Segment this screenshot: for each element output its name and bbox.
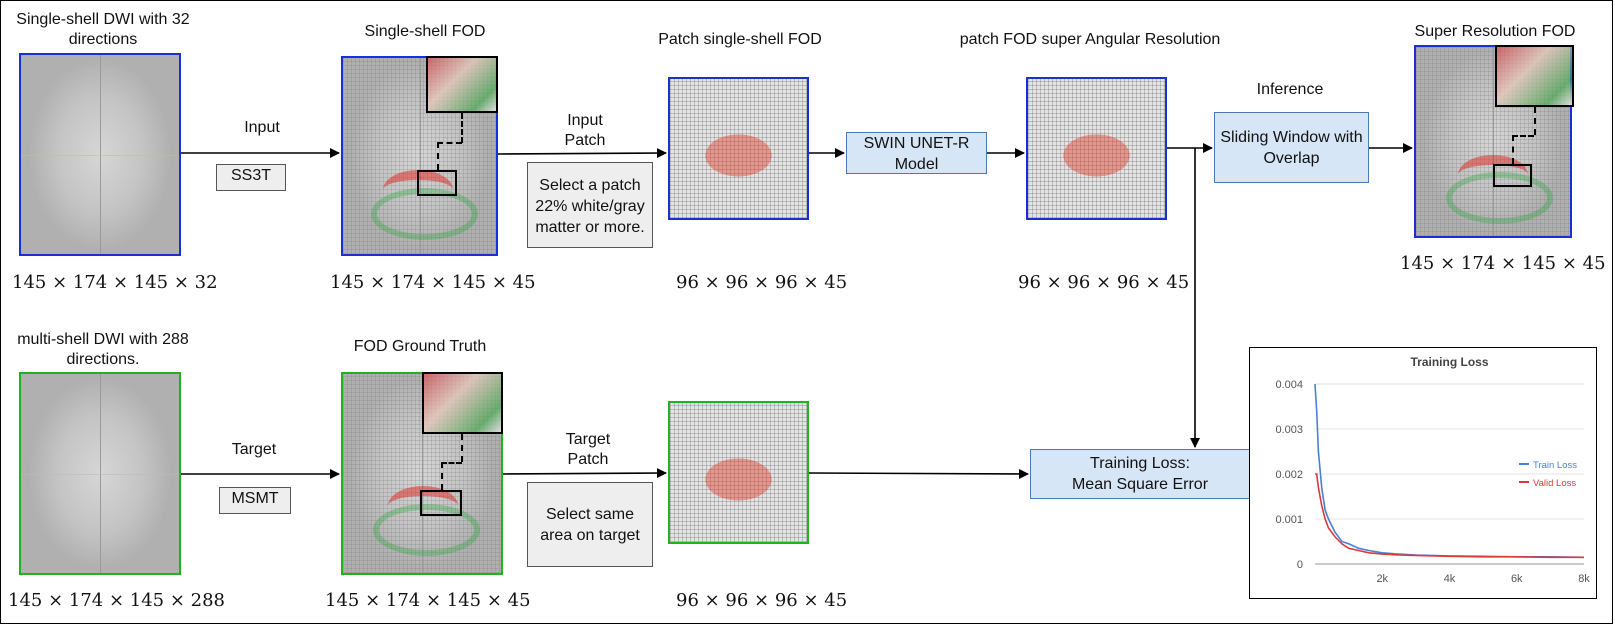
label-input: Input	[244, 119, 280, 136]
y-tick-label: 0.003	[1275, 424, 1303, 436]
select-same-area-box: Select same area on target	[527, 482, 653, 567]
label-inference: Inference	[1256, 81, 1324, 98]
y-tick-label: 0.004	[1275, 379, 1303, 391]
series-line-valid-loss	[1315, 473, 1584, 559]
dim-fod-ground-truth: 145 × 174 × 145 × 45	[325, 590, 531, 611]
training-loss-box: Training Loss: Mean Square Error	[1030, 449, 1250, 499]
label-single-shell-fod: Single-shell FOD	[364, 23, 486, 40]
single-shell-dwi-image	[19, 53, 181, 256]
sliding-window-box: Sliding Window with Overlap	[1214, 112, 1369, 183]
y-tick-label: 0.001	[1275, 514, 1303, 526]
chart-title: Training Loss	[1410, 355, 1488, 369]
y-tick-label: 0.002	[1275, 469, 1303, 481]
single-shell-fod-zoom-inset	[426, 56, 498, 113]
training-loss-chart-svg: Training Loss 0 0.001 0.002 0.003 0.004 2k 4k 6k…	[1275, 355, 1590, 585]
label-multi-shell-dwi: multi-shell DWI with 288 directions.	[17, 331, 189, 368]
label-patch-fod-super-resolution: patch FOD super Angular Resolution	[959, 31, 1221, 48]
swin-unetr-model-box: SWIN UNET-R Model	[846, 132, 987, 174]
patch-target-image	[668, 401, 809, 544]
label-input-patch: Input Patch	[564, 112, 606, 149]
x-tick-label: 2k	[1376, 573, 1388, 585]
single-shell-fod-roi	[417, 170, 457, 196]
arrow-input-patch	[497, 148, 667, 159]
dim-single-shell-fod: 145 × 174 × 145 × 45	[330, 272, 536, 293]
label-target: Target	[231, 441, 277, 458]
fod-ground-truth-roi	[420, 490, 462, 516]
label-target-patch: Target Patch	[565, 431, 611, 468]
msmt-box: MSMT	[219, 487, 291, 514]
dim-multi-shell-dwi: 145 × 174 × 145 × 288	[8, 590, 226, 611]
x-tick-label: 4k	[1444, 573, 1456, 585]
label-patch-single-shell-fod: Patch single-shell FOD	[658, 31, 822, 48]
super-resolution-fod-zoom-inset	[1495, 45, 1574, 107]
patch-fod-sr-image	[1026, 77, 1167, 220]
arrow-target-patch	[502, 468, 667, 479]
label-fod-ground-truth: FOD Ground Truth	[353, 338, 487, 355]
y-tick-label: 0	[1297, 559, 1303, 571]
dim-single-shell-dwi: 145 × 174 × 145 × 32	[12, 272, 218, 293]
dim-patch-fod-sr: 96 × 96 × 96 × 45	[1018, 272, 1190, 293]
ss3t-box: SS3T	[216, 164, 286, 191]
label-super-resolution-fod: Super Resolution FOD	[1414, 23, 1576, 40]
super-resolution-fod-roi	[1493, 164, 1532, 187]
legend-label: Valid Loss	[1533, 478, 1576, 489]
legend-label: Train Loss	[1533, 460, 1577, 471]
label-single-shell-dwi: Single-shell DWI with 32 directions	[16, 11, 190, 48]
training-loss-subtitle: Mean Square Error	[1071, 476, 1209, 493]
dim-patch-target: 96 × 96 × 96 × 45	[676, 590, 848, 611]
multi-shell-dwi-image	[19, 372, 181, 575]
x-tick-label: 6k	[1511, 573, 1523, 585]
arrow-patch-to-loss	[808, 468, 1029, 479]
select-patch-box: Select a patch 22% white/gray matter or …	[527, 162, 653, 248]
patch-single-shell-fod-image	[668, 77, 809, 220]
x-tick-label: 8k	[1578, 573, 1590, 585]
dim-super-resolution-fod: 145 × 174 × 145 × 45	[1400, 253, 1606, 274]
training-loss-title: Training Loss:	[1090, 455, 1190, 472]
dim-patch-single-shell-fod: 96 × 96 × 96 × 45	[676, 272, 848, 293]
training-loss-chart: Training Loss 0 0.001 0.002 0.003 0.004 2k 4k 6k…	[1249, 347, 1597, 599]
fod-ground-truth-zoom-inset	[422, 372, 503, 434]
